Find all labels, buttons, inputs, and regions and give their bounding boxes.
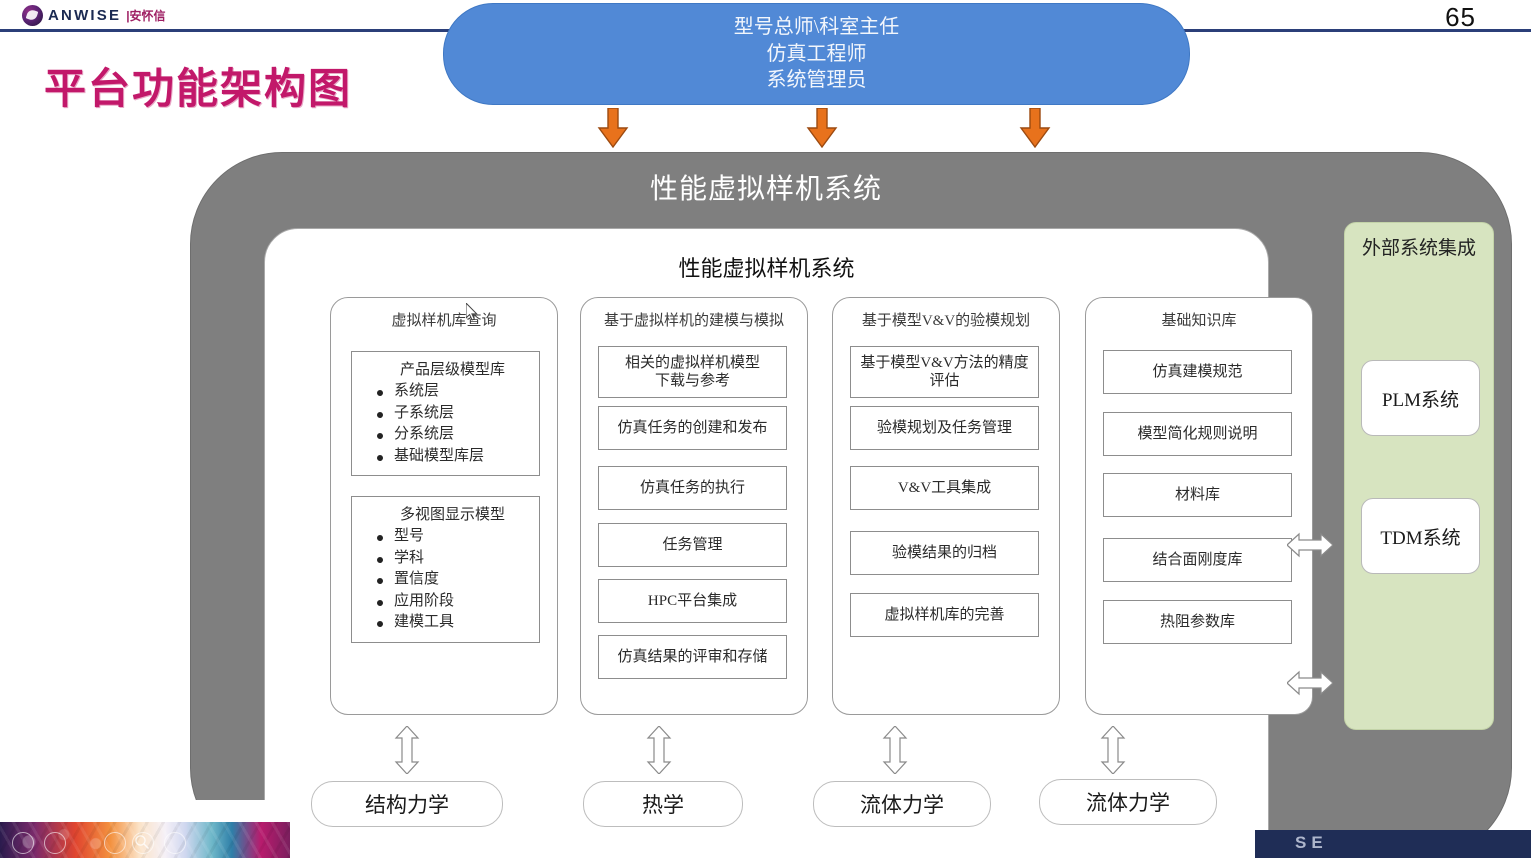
list-item: 分系统层: [377, 424, 539, 446]
function-column-4[interactable]: 基础知识库 仿真建模规范 模型简化规则说明 材料库 结合面刚度库 热阻参数库: [1085, 297, 1313, 715]
column-header-3: 基于模型V&V的验模规划: [861, 313, 1031, 329]
function-cell[interactable]: V&V工具集成: [850, 466, 1039, 510]
role-line-3: 系统管理员: [766, 69, 867, 92]
discipline-box-4[interactable]: 流体力学: [1039, 779, 1217, 825]
inner-panel-title: 性能虚拟样机系统: [678, 256, 855, 281]
bullet-box-title-2: 多视图显示模型: [399, 507, 505, 523]
external-integration-panel: 外部系统集成 PLM系统 TDM系统: [1344, 222, 1494, 730]
external-system-plm[interactable]: PLM系统: [1361, 360, 1480, 436]
column-header-2: 基于虚拟样机的建模与模拟: [603, 313, 784, 329]
double-arrow-horizontal-icon-1: [1286, 531, 1334, 559]
role-line-2: 仿真工程师: [766, 42, 867, 65]
double-arrow-vertical-icon-4: [1099, 725, 1127, 775]
list-item: 型号: [377, 526, 539, 548]
function-cell[interactable]: 材料库: [1103, 473, 1292, 517]
function-column-2[interactable]: 基于虚拟样机的建模与模拟 相关的虚拟样机模型下载与参考 仿真任务的创建和发布 仿…: [580, 297, 808, 715]
external-panel-title: 外部系统集成: [1361, 238, 1476, 259]
down-arrow-icon-1: [597, 108, 629, 148]
external-system-tdm[interactable]: TDM系统: [1361, 498, 1480, 574]
pen-annotate-icon[interactable]: [104, 832, 126, 854]
function-cell[interactable]: 仿真任务的执行: [598, 466, 787, 510]
list-item: 子系统层: [377, 403, 539, 425]
roles-banner: 型号总师\科室主任 仿真工程师 系统管理员: [443, 3, 1190, 105]
next-slide-icon[interactable]: [44, 832, 66, 854]
inner-white-panel: 性能虚拟样机系统 虚拟样机库查询 产品层级模型库 系统层 子系统层 分系统层 基…: [264, 228, 1313, 858]
platform-container: 性能虚拟样机系统 性能虚拟样机系统 虚拟样机库查询 产品层级模型库 系统层 子系…: [190, 152, 1512, 858]
anwise-logo-mark-icon: [22, 5, 43, 26]
bullet-box-multiview[interactable]: 多视图显示模型 型号 学科 置信度 应用阶段 建模工具: [351, 496, 540, 643]
list-item: 学科: [377, 548, 539, 570]
logo-wordmark-cn: |安怀信: [126, 9, 166, 23]
double-arrow-horizontal-icon-2: [1286, 669, 1334, 697]
list-item: 应用阶段: [377, 591, 539, 613]
column-header-4: 基础知识库: [1161, 313, 1237, 329]
role-line-1: 型号总师\科室主任: [733, 16, 900, 39]
bullet-list-2: 型号 学科 置信度 应用阶段 建模工具: [352, 526, 539, 634]
function-cell[interactable]: 结合面刚度库: [1103, 538, 1292, 582]
function-cell[interactable]: 基于模型V&V方法的精度评估: [850, 346, 1039, 398]
function-cell[interactable]: 仿真结果的评审和存储: [598, 635, 787, 679]
list-item: 建模工具: [377, 612, 539, 634]
column-header-1: 虚拟样机库查询: [391, 313, 497, 329]
down-arrow-icon-2: [806, 108, 838, 148]
mouse-cursor-icon: [465, 301, 480, 322]
double-arrow-vertical-icon-1: [393, 725, 421, 775]
discipline-box-1[interactable]: 结构力学: [311, 781, 503, 827]
down-arrow-icon-3: [1019, 108, 1051, 148]
double-arrow-vertical-icon-2: [645, 725, 673, 775]
prev-slide-icon[interactable]: [12, 832, 34, 854]
double-arrow-vertical-icon-3: [881, 725, 909, 775]
function-cell[interactable]: 验模规划及任务管理: [850, 406, 1039, 450]
more-options-icon[interactable]: [164, 832, 186, 854]
function-cell[interactable]: 热阻参数库: [1103, 600, 1292, 644]
function-cell[interactable]: 相关的虚拟样机模型下载与参考: [598, 346, 787, 398]
page-title: 平台功能架构图: [44, 65, 353, 112]
function-column-1[interactable]: 虚拟样机库查询 产品层级模型库 系统层 子系统层 分系统层 基础模型库层 多视图…: [330, 297, 558, 715]
function-cell[interactable]: HPC平台集成: [598, 579, 787, 623]
bottom-white-gap: [0, 800, 290, 822]
function-cell[interactable]: 验模结果的归档: [850, 531, 1039, 575]
function-cell[interactable]: 任务管理: [598, 523, 787, 567]
logo-wordmark: ANWISE: [48, 7, 122, 24]
bullet-list-1: 系统层 子系统层 分系统层 基础模型库层: [352, 381, 539, 467]
footer-brand-text: SE: [1295, 833, 1328, 852]
list-item: 基础模型库层: [377, 446, 539, 468]
anwise-logo: ANWISE |安怀信: [22, 5, 166, 26]
page-number: 65: [1445, 2, 1476, 32]
platform-container-title: 性能虚拟样机系统: [649, 174, 882, 205]
function-cell[interactable]: 仿真建模规范: [1103, 350, 1292, 394]
list-item: 系统层: [377, 381, 539, 403]
zoom-magnifier-icon[interactable]: [132, 832, 154, 854]
discipline-box-3[interactable]: 流体力学: [813, 781, 991, 827]
function-cell[interactable]: 模型简化规则说明: [1103, 412, 1292, 456]
footer-brand-band: SE: [1255, 830, 1531, 858]
function-column-3[interactable]: 基于模型V&V的验模规划 基于模型V&V方法的精度评估 验模规划及任务管理 V&…: [832, 297, 1060, 715]
discipline-box-2[interactable]: 热学: [583, 781, 743, 827]
bullet-box-product-levels[interactable]: 产品层级模型库 系统层 子系统层 分系统层 基础模型库层: [351, 351, 540, 477]
function-cell[interactable]: 虚拟样机库的完善: [850, 593, 1039, 637]
list-item: 置信度: [377, 569, 539, 591]
bullet-box-title-1: 产品层级模型库: [399, 362, 505, 378]
function-cell[interactable]: 仿真任务的创建和发布: [598, 406, 787, 450]
